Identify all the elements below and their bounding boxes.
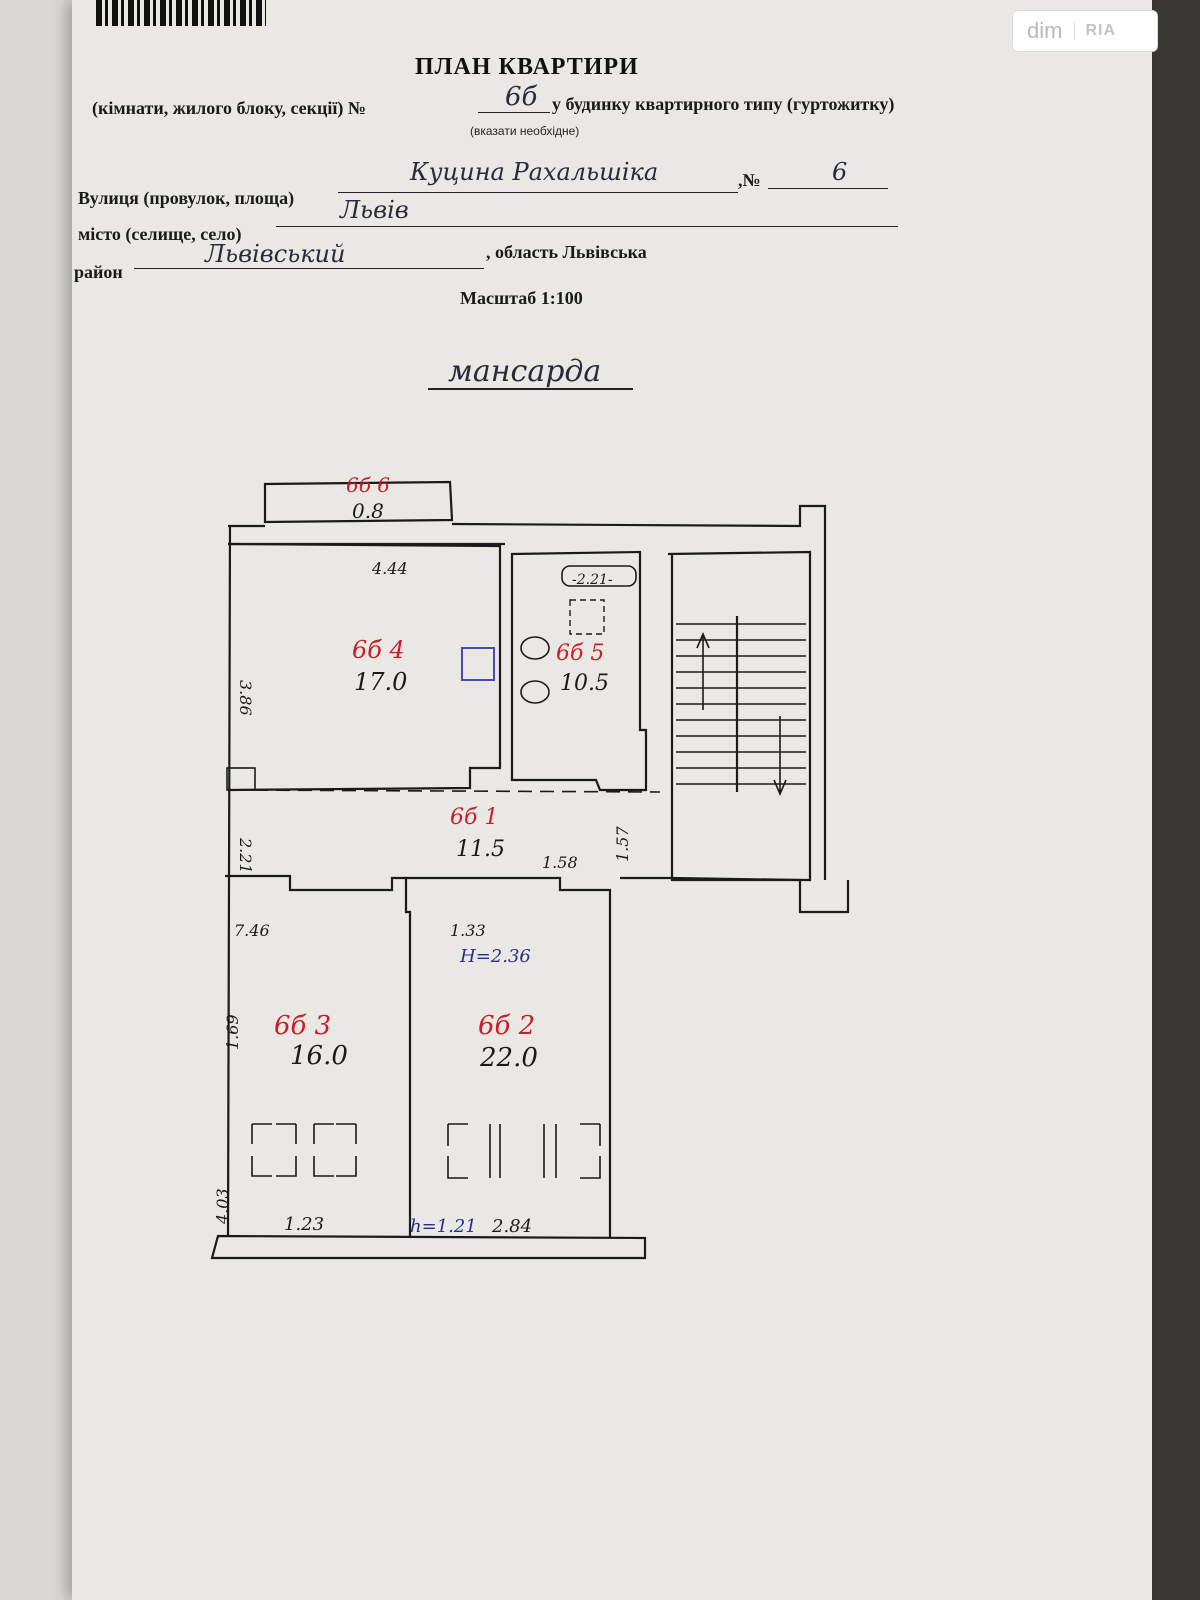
house-number: 6 [832,158,848,186]
room-2-height-note: H=2.36 [459,946,531,967]
room-1-area: 11.5 [456,837,505,862]
street-value: Куцина Рахальшіка [410,158,659,186]
floor-label: мансарда [448,354,602,389]
sink-icon [520,680,550,704]
watermark: dim RIA [1012,10,1158,52]
outer-wall-top [228,504,827,880]
city-value: Львів [340,196,409,224]
room-2-walls [404,876,612,1238]
dim-room3-bottom: 1.23 [284,1214,324,1235]
apartment-line-prefix: (кімнати, жилого блоку, секції) № [92,98,366,118]
bathtub [561,565,637,587]
ceiling-slope-line [231,789,661,793]
stair-down-arrow [773,716,787,797]
dim-room2-top: 1.33 [450,921,486,940]
district-value: Львівський [205,240,346,268]
dim-room2-bottom: 2.84 [491,1216,532,1237]
dim-room4-width: 4.44 [371,559,408,578]
floor-underline [428,388,633,390]
room-4-walls [227,542,502,792]
dim-room3-top: 7.46 [234,921,270,940]
room-2-sill-note: h=1.21 [410,1216,477,1237]
dim-corridor-left: 2.21 [236,837,255,874]
dim-corridor-width: 1.58 [542,853,578,872]
stair-steps [676,623,806,785]
city-label: місто (селище, село) [78,224,242,244]
house-no-label: ,№ [738,170,761,190]
plan-labels: 6б 6 0.8 6б 4 17.0 6б 5 10.5 6б 1 11.5 6… [213,473,632,1237]
stove [461,647,495,681]
house-underline [768,188,888,189]
room-3-id: 6б 3 [274,1011,331,1041]
room-2-skylights [447,1123,601,1179]
dim-corridor-right: 1.57 [613,826,632,862]
watermark-site: dim [1027,18,1063,43]
room-3-skylights [251,1123,357,1177]
balcony-outline [263,480,454,524]
city-underline [276,226,898,227]
room-5-id: 6б 5 [556,641,604,666]
outer-wall-perimeter [210,525,647,1260]
dim-room4-height: 3.86 [236,680,255,716]
corridor-walls [225,874,412,1236]
region-text: , область Львівська [486,242,647,262]
street-label: Вулиця (провулок, площа) [78,188,295,208]
barcode-strip [96,0,266,26]
background-left [0,0,80,1600]
apartment-underline [478,112,550,113]
room-4-area: 17.0 [354,668,407,696]
room-4-id: 6б 4 [352,636,405,664]
toilet-icon [520,636,550,660]
apartment-number: 6б [505,82,538,112]
document-page [72,0,1152,1600]
bathtub-label: -2.21- [572,572,613,588]
room-3-area: 16.0 [290,1041,348,1071]
district-underline [134,268,484,269]
shower-area [569,599,605,635]
dim-room3-sill: 4.03 [213,1188,232,1225]
room-6-area: 0.8 [352,499,384,523]
dim-room3-height: 1.69 [223,1014,242,1050]
room-5-walls [510,550,648,792]
room-6-id: 6б 6 [346,473,390,497]
apartment-line-suffix: у будинку квартирного типу (гуртожитку) [552,94,895,114]
room-5-area: 10.5 [560,671,609,696]
hint-text: (вказати необхідне) [470,124,580,138]
watermark-brand: RIA [1074,22,1116,40]
stair-up-arrow [696,631,710,710]
scale-label: Масштаб 1:100 [460,288,583,308]
room-2-id: 6б 2 [478,1011,535,1041]
room-2-area: 22.0 [479,1043,538,1073]
stair-walls [667,550,812,882]
district-label: район [74,262,123,282]
stair-base-wall [620,876,850,914]
street-underline [338,192,738,193]
chimney [226,767,256,791]
document-title: ПЛАН КВАРТИРИ [415,54,639,80]
room-1-id: 6б 1 [450,805,498,830]
